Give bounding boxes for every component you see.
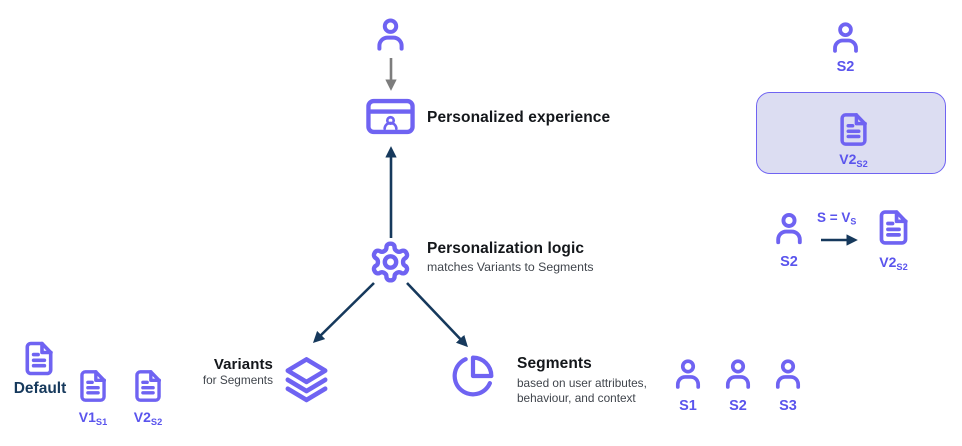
personalized-experience-label: Personalized experience xyxy=(427,109,611,126)
matching-rule-subscript: S xyxy=(850,216,857,227)
variants-title: Variants xyxy=(213,356,273,373)
matching-rule-label: S = VS xyxy=(817,210,857,227)
example-result-variant-subscript: S2 xyxy=(896,261,908,272)
segments-subtitle-line2: behaviour, and context xyxy=(517,391,636,405)
personalized-experience-icon xyxy=(366,98,415,135)
variant-v2-label: V2S2 xyxy=(133,409,163,427)
variants-text-block: Variants for Segments xyxy=(165,356,273,388)
layers-icon xyxy=(283,353,330,404)
variant-v1-label: V1S1 xyxy=(78,409,108,427)
document-icon-v1 xyxy=(76,366,110,406)
segments-subtitle-line1: based on user attributes, xyxy=(517,376,647,390)
user-icon-segment-s1 xyxy=(671,354,705,395)
segment-s3-label: S3 xyxy=(779,398,797,414)
user-icon xyxy=(372,14,409,56)
selected-variant-box xyxy=(756,92,946,174)
user-icon-segment-s3 xyxy=(771,354,805,395)
document-icon-v2 xyxy=(131,366,165,406)
segment-s2-label: S2 xyxy=(729,398,747,414)
variant-v2-subscript: S2 xyxy=(150,416,163,427)
variants-subtitle: for Segments xyxy=(202,373,273,387)
segment-s1-label: S1 xyxy=(679,398,697,414)
personalization-logic-subtitle: matches Variants to Segments xyxy=(427,260,594,274)
user-icon-example-flow xyxy=(771,207,807,251)
variant-v1-subscript: S1 xyxy=(95,416,108,427)
arrow-logic-to-variants xyxy=(312,282,375,344)
user-icon-segment-s2 xyxy=(721,354,755,395)
document-icon-example-result xyxy=(875,204,912,251)
user-icon-example-top xyxy=(828,18,863,58)
document-icon-selected-variant xyxy=(836,109,871,150)
default-variant-label: Default xyxy=(13,380,67,397)
document-icon-default xyxy=(21,338,57,379)
example-result-variant-label: V2S2 xyxy=(879,254,908,272)
example-top-user-label: S2 xyxy=(836,59,855,75)
personalization-logic-title: Personalization logic xyxy=(427,240,585,257)
segments-text-block: Segments based on user attributes, behav… xyxy=(517,355,647,406)
pie-chart-icon xyxy=(451,353,495,399)
arrow-logic-to-segments xyxy=(406,282,468,348)
segments-title: Segments xyxy=(517,355,592,372)
selected-variant-subscript: S2 xyxy=(856,158,868,169)
gear-icon xyxy=(368,240,413,284)
example-flow-user-label: S2 xyxy=(780,254,798,270)
selected-variant-label: V2S2 xyxy=(839,151,868,169)
